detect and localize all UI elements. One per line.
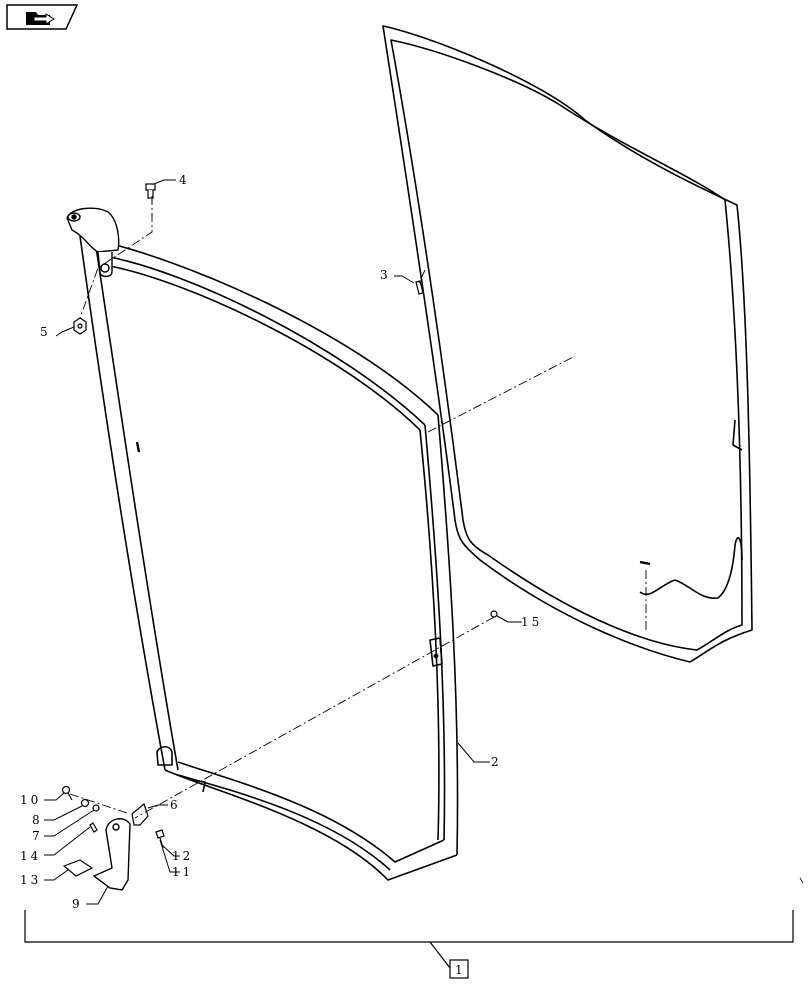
callout-7: 7 [32,829,40,843]
latch-fasteners [61,785,100,833]
part-6-bracket [131,802,149,826]
callout-6: 6 [170,798,178,812]
top-hinge [66,207,120,278]
leader-lines [44,179,522,905]
callout-10: 10 [20,793,41,807]
callout-15: 15 [521,615,542,629]
door-frame [79,235,459,881]
part-3-pin [415,280,424,295]
part-13-pad [62,859,94,877]
callout-13: 13 [20,873,41,887]
part-9-latch [92,818,131,891]
door-glass [382,25,753,663]
callout-2: 2 [491,755,499,769]
part-15-screw [490,610,498,618]
callout-1: 1 [455,963,463,977]
callout-labels: 4 5 3 15 2 6 10 8 7 14 13 12 11 9 1 [20,173,542,977]
callout-14: 14 [20,849,41,863]
assembly-bracket [24,910,794,979]
next-page-icon [6,4,79,30]
callout-12: 12 [172,849,193,863]
center-lines [69,196,647,819]
part-4-bolt [145,183,156,199]
callout-11: 11 [172,865,193,879]
edge-mark [799,877,804,884]
callout-9: 9 [72,897,80,911]
part-5-nut [73,317,87,335]
next-page-button[interactable] [6,4,79,30]
callout-3: 3 [380,268,388,282]
callout-8: 8 [32,813,40,827]
callout-5: 5 [40,325,48,339]
callout-box-1 [449,959,469,979]
callout-4: 4 [179,173,187,187]
